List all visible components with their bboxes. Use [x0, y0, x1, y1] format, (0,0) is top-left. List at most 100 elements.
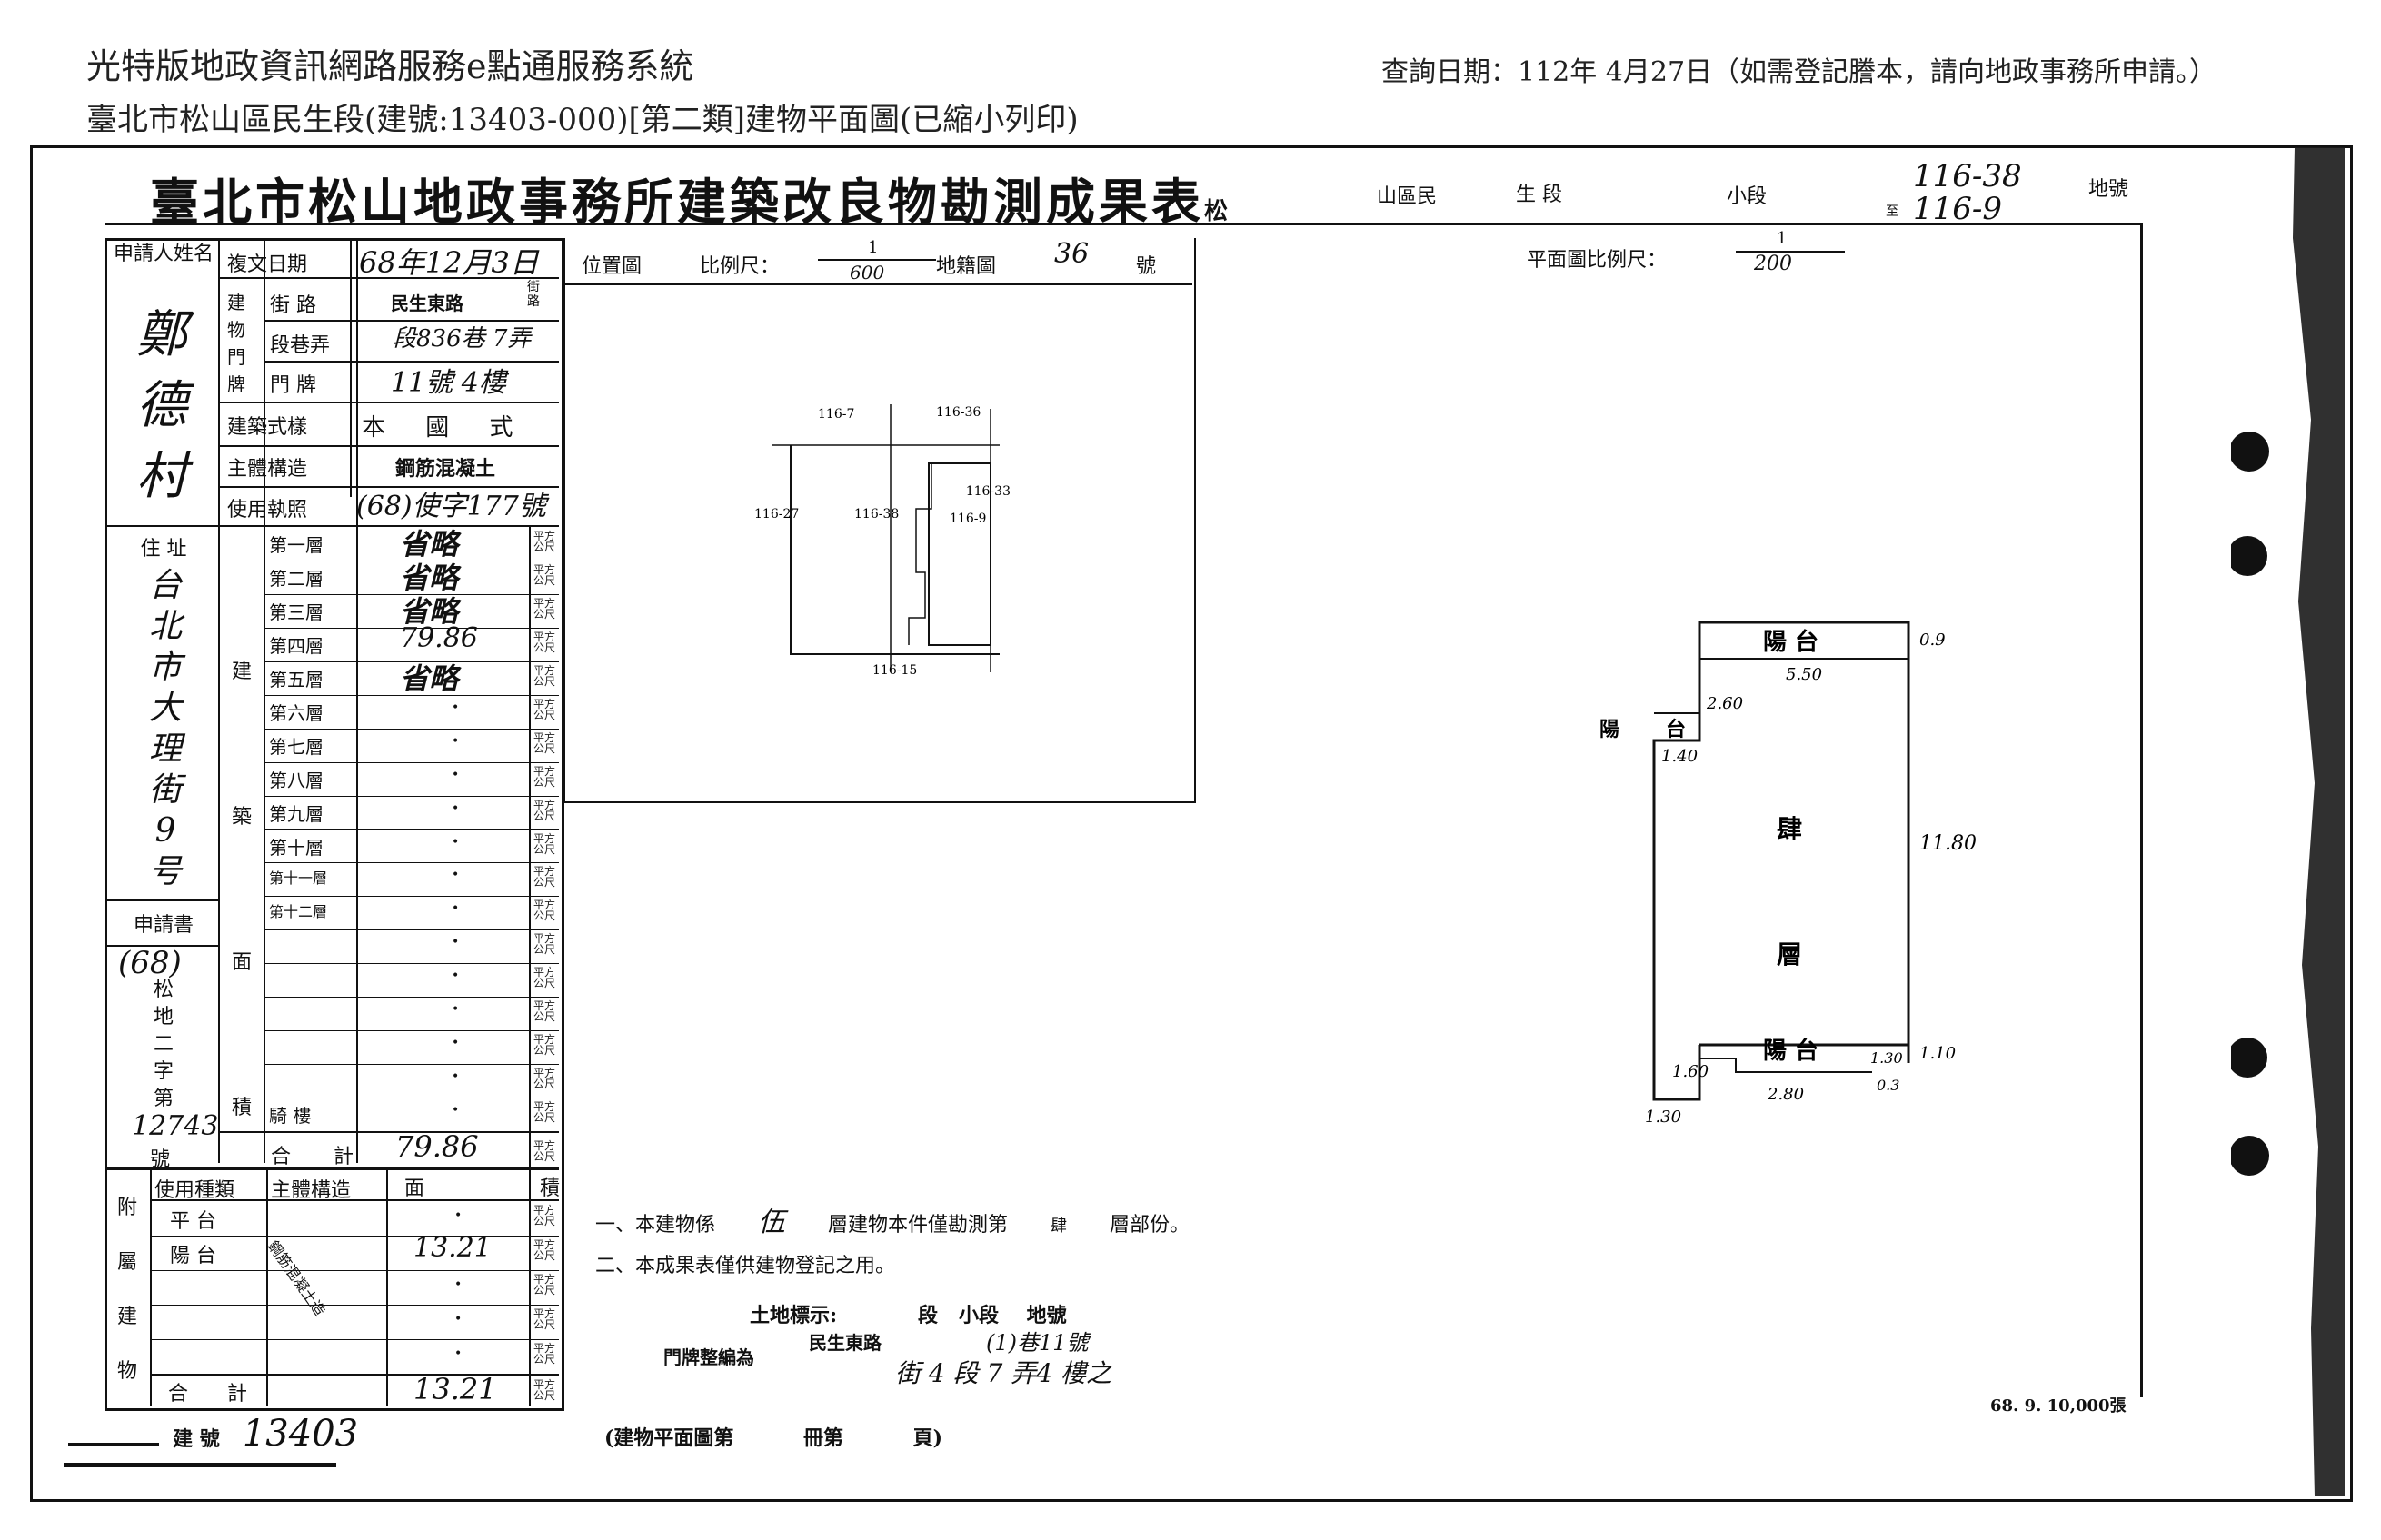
floor-area: •	[452, 969, 460, 984]
attached-area: •	[454, 1312, 463, 1326]
subsection-label: 小段	[1727, 185, 1768, 208]
floor-name: 第三層	[269, 601, 324, 623]
plan-top-balcony-label: 陽 台	[1763, 628, 1818, 656]
attached-total-label: 合 計	[168, 1383, 264, 1406]
attached-area-unit: 平方公尺	[533, 1307, 555, 1331]
scanned-document-frame	[30, 145, 2353, 1502]
style-value: 本 國 式	[362, 414, 530, 442]
dim-bottom-left-h: 1.60	[1672, 1062, 1709, 1081]
floor-area-unit: 平方公尺	[533, 630, 555, 654]
attached-area-unit: 平方公尺	[533, 1342, 555, 1366]
floor-area: •	[452, 700, 460, 715]
floor-row: 第五層省略平方公尺	[264, 661, 559, 696]
application-chars: 松 地 二 字 第	[153, 979, 174, 1110]
applicant-name: 鄭 德 村	[136, 305, 187, 506]
floor-row: 第九層•平方公尺	[264, 796, 559, 830]
attached-total-unit: 平方公尺	[533, 1378, 555, 1402]
number-label: 門 牌	[270, 374, 316, 397]
floor-area-unit: 平方公尺	[533, 530, 555, 553]
plan-scale-label: 平面圖比例尺：	[1527, 249, 1668, 272]
floor-area: •	[452, 868, 460, 883]
floors-group-label: 建 築 面 積	[231, 661, 252, 1119]
scan-edge-blot	[2231, 536, 2267, 576]
location-scale-den: 600	[850, 262, 885, 283]
lane-label: 段巷弄	[270, 334, 331, 357]
lot-label-116-27: 116-27	[754, 507, 799, 522]
floor-area-unit: 平方公尺	[533, 999, 555, 1024]
attached-row: •平方公尺	[150, 1270, 559, 1306]
floor-area-unit: 平方公尺	[533, 831, 555, 856]
door-renumber-line2: 街 4 段 7 弄4 樓之	[895, 1358, 1111, 1388]
dim-bottom-right: 1.10	[1919, 1044, 1956, 1063]
attached-area-unit: 平方公尺	[533, 1238, 555, 1262]
floor-area-unit: 平方公尺	[533, 865, 555, 889]
door-group-label: 建物門牌	[227, 292, 245, 395]
land-label: 土地標示:	[750, 1304, 838, 1327]
floor-area: •	[452, 1002, 460, 1018]
floor-area: •	[452, 834, 460, 849]
attached-row: • 平方公尺	[150, 1339, 559, 1374]
floor-area: •	[452, 1069, 460, 1085]
style-label: 建築式樣	[227, 416, 308, 439]
applicant-address-label: 住 址	[140, 538, 187, 561]
floor-row: 第十一層 • 平方公尺	[264, 862, 559, 898]
permit-label: 使用執照	[227, 499, 308, 522]
floors-total-label: 合 計	[271, 1146, 372, 1168]
floor-name: 第十二層	[269, 903, 328, 921]
attached-area-unit: 平方公尺	[533, 1204, 555, 1227]
form-body-frame	[105, 223, 2143, 1397]
floor-area-unit: 平方公尺	[533, 798, 555, 822]
left-info-table	[105, 238, 564, 1411]
lot-label-116-36: 116-36	[936, 405, 981, 420]
floor-name: 第十一層	[269, 869, 328, 888]
floor-row: 第十二層•平方公尺	[264, 896, 559, 931]
scan-edge-blot	[2231, 432, 2269, 472]
floor-area: 79.86	[400, 621, 478, 654]
floor-name: 第九層	[269, 802, 324, 825]
application-number: 12743	[132, 1110, 219, 1142]
floor-name: 第八層	[269, 769, 324, 791]
lot-label-116-7: 116-7	[818, 407, 854, 422]
build-number: 建 號 13403	[68, 1413, 358, 1455]
floor-area-unit: 平方公尺	[533, 966, 555, 990]
attached-area-unit: 平方公尺	[533, 1273, 555, 1297]
scan-edge-artifact	[2231, 147, 2345, 1496]
location-scale-num: 1	[868, 238, 879, 257]
attached-total-value: 13.21	[413, 1372, 497, 1406]
floor-area: 省略	[400, 560, 459, 595]
permit-value: (68)使字177號	[356, 491, 546, 522]
location-map-panel	[563, 238, 1196, 803]
applicant-address: 台 北 市 大 理 街 9 号	[148, 567, 182, 890]
scan-edge-blot	[2231, 1038, 2267, 1078]
floor-row: 第八層•平方公尺	[264, 762, 559, 797]
floor-area-unit: 平方公尺	[533, 697, 555, 721]
attached-row: • 平方公尺	[150, 1305, 559, 1340]
section-label: 生 段	[1516, 184, 1562, 206]
print-count: 68. 9. 10,000張	[1990, 1396, 2127, 1416]
floor-name: 第七層	[269, 735, 324, 758]
plan-scale-den: 200	[1754, 253, 1792, 275]
attached-col-area: 面 積	[404, 1177, 614, 1200]
note-2: 二、本成果表僅供建物登記之用。	[595, 1255, 896, 1277]
door-renumber-label: 門牌整編為	[663, 1346, 754, 1368]
plan-scale-num: 1	[1777, 229, 1788, 248]
floor-name: 第二層	[269, 567, 324, 590]
subject-lot-steps	[908, 463, 932, 645]
floor-area: •	[452, 1036, 460, 1051]
plan-bottom-balcony-outline	[1699, 1043, 1910, 1063]
approval-date-label: 複文日期	[227, 253, 308, 276]
floor-area-unit: 平方公尺	[533, 1033, 555, 1058]
attached-area: •	[454, 1346, 463, 1361]
plan-main-outline	[1652, 659, 1701, 1101]
floor-row: 第二層省略平方公尺	[264, 561, 559, 595]
floor-area: •	[452, 901, 460, 917]
attached-area: 13.21	[413, 1232, 492, 1264]
attached-group-label: 附 屬 建 物	[116, 1197, 137, 1383]
scan-edge-smudge	[2293, 147, 2345, 1496]
floor-name: 第十層	[269, 836, 324, 859]
structure-label: 主體構造	[227, 458, 308, 481]
floor-area: •	[452, 767, 460, 782]
